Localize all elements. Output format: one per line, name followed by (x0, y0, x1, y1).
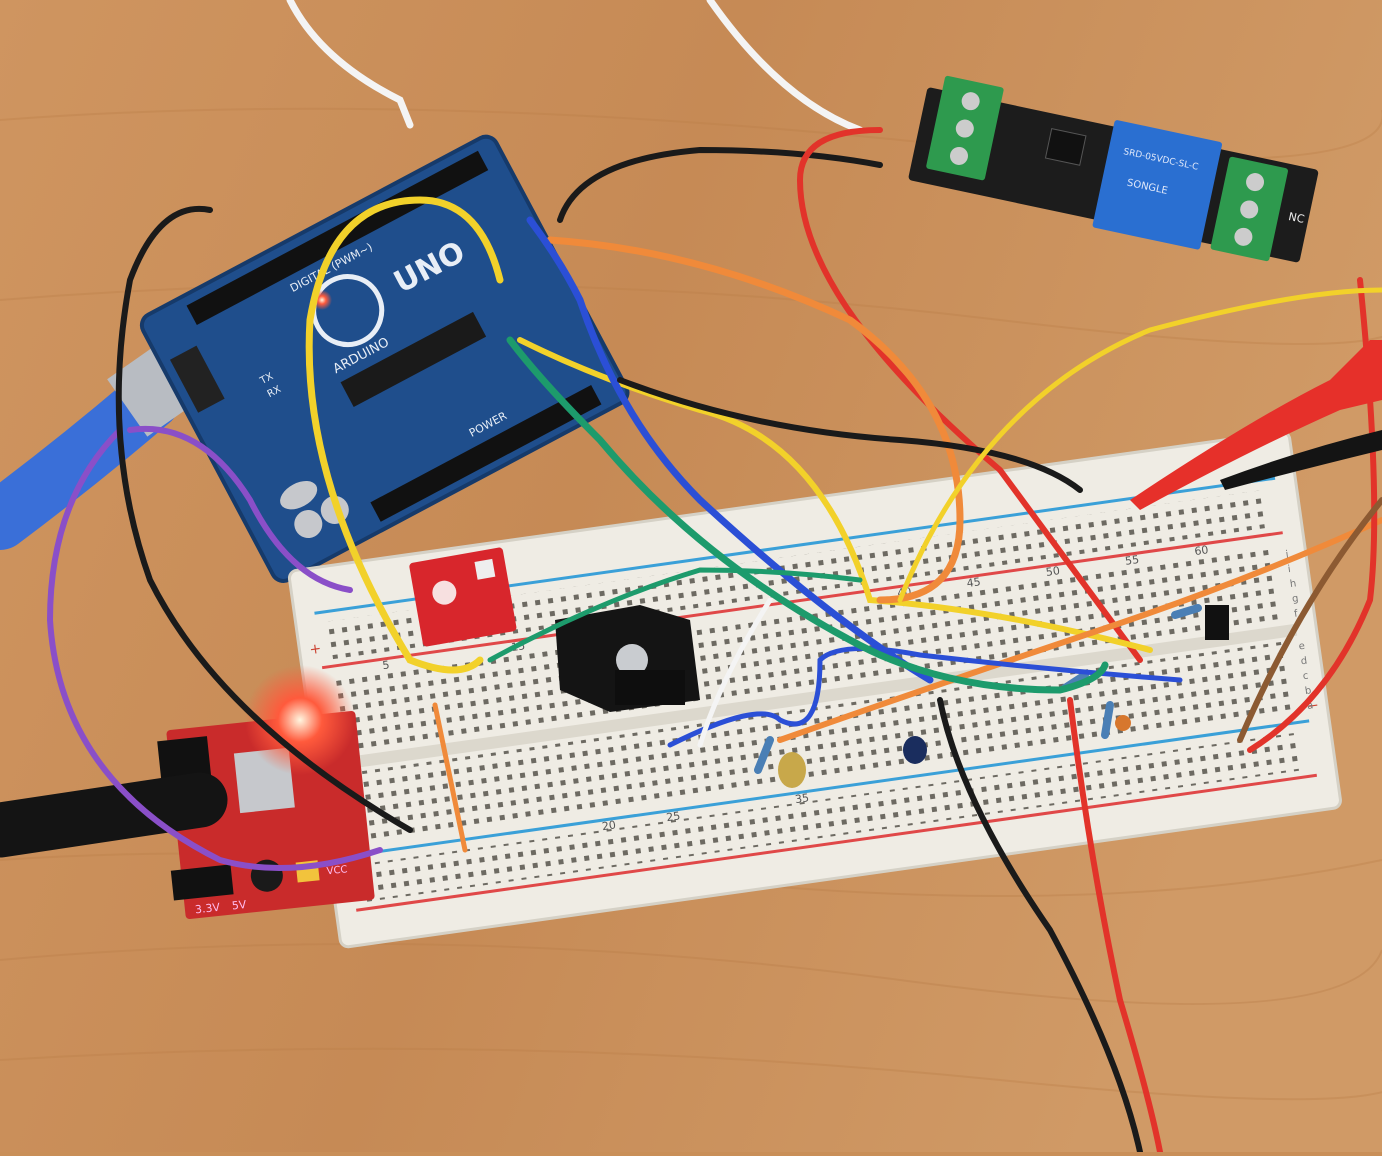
power-led-glow-icon (245, 665, 355, 775)
blue-wire (526, 216, 934, 684)
blue-wire-low (667, 646, 1183, 748)
red-wire-down (1067, 697, 1163, 1155)
svg-text:g: g (1291, 593, 1299, 605)
svg-text:c: c (1302, 671, 1309, 683)
svg-text:d: d (1300, 656, 1308, 668)
relay-nc-label: NC (1287, 210, 1306, 226)
svg-text:50: 50 (1045, 564, 1061, 579)
svg-text:60: 60 (1194, 543, 1210, 558)
svg-text:5: 5 (382, 658, 391, 672)
dc-barrel-cable (0, 772, 228, 858)
power-label-5v: 5V (231, 898, 247, 912)
svg-text:20: 20 (601, 818, 617, 833)
orange-wire-right (777, 517, 1382, 743)
svg-text:25: 25 (665, 809, 681, 824)
breadboard: + − 5 15 20 25 35 40 45 50 55 60 j i h g… (287, 430, 1342, 949)
black-wire-down (937, 697, 1143, 1155)
svg-text:a: a (1306, 700, 1314, 712)
orange-jumper (432, 702, 468, 853)
orange-wire (546, 236, 964, 604)
black-wire-left (115, 205, 413, 833)
test-probe-clips (1130, 340, 1382, 510)
wires (46, 0, 1382, 1155)
power-label-vcc: VCC (326, 864, 348, 877)
purple-wire (46, 427, 383, 871)
power-label-3v3: 3.3V (194, 901, 221, 917)
svg-text:e: e (1298, 641, 1306, 653)
brown-wire (1237, 497, 1382, 743)
heatsink (555, 605, 700, 712)
capacitors (778, 715, 1131, 788)
black-wire-top (557, 146, 883, 223)
ic-chip (1205, 605, 1229, 640)
black-wire-board (617, 377, 1083, 493)
green-wire (506, 336, 1109, 694)
breadboard-column-labels: 5 15 20 25 35 40 45 50 55 60 (382, 543, 1210, 833)
breadboard-plus-label: + (308, 641, 322, 658)
arduino-uno-board: UNO ARDUINO DIGITAL (PWM~) POWER TX RX (139, 134, 630, 583)
svg-text:b: b (1304, 685, 1312, 697)
relay-module: SRD-05VDC-SL-C SONGLE NC (908, 75, 1319, 263)
white-wire-board (697, 597, 773, 748)
svg-text:h: h (1289, 578, 1297, 590)
yellow-wire-loop (305, 196, 504, 674)
svg-text:35: 35 (794, 791, 810, 806)
sparkfun-sensor-board (409, 547, 517, 647)
svg-text:i: i (1287, 564, 1291, 575)
yellow-wire-right (897, 287, 1382, 603)
white-wire-right (706, 0, 864, 134)
svg-text:j: j (1284, 549, 1289, 560)
svg-text:f: f (1293, 608, 1298, 619)
breadboard-row-labels: j i h g f e d c b a (1284, 549, 1314, 712)
svg-text:55: 55 (1124, 553, 1140, 568)
white-wire (286, 0, 414, 129)
purple-wire-top (127, 425, 353, 593)
svg-text:45: 45 (966, 575, 982, 590)
green-wire-short (487, 567, 863, 663)
